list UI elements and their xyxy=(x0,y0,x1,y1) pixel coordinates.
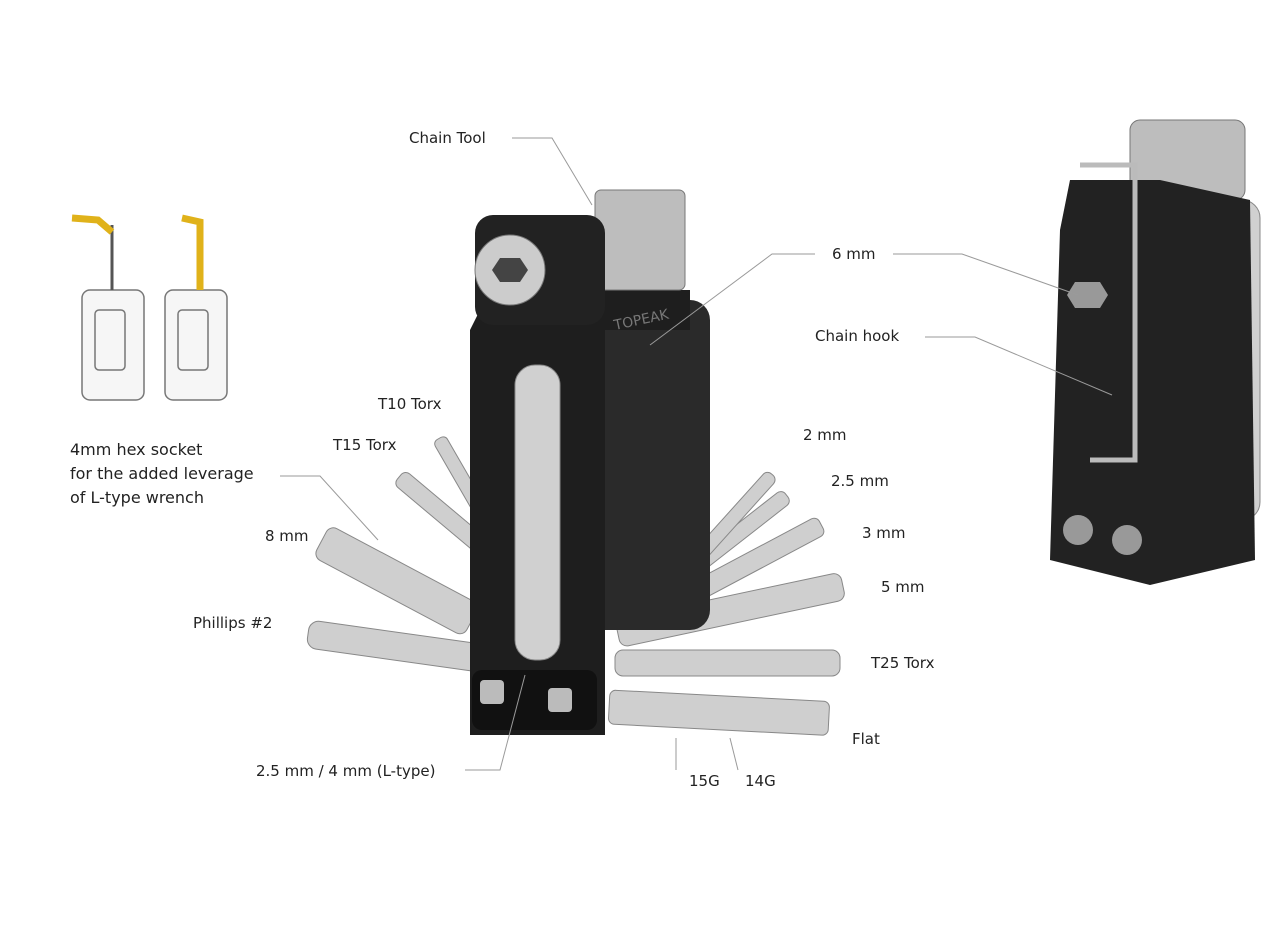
note-line-1: 4mm hex socket xyxy=(70,440,203,459)
note-line-2: for the added leverage xyxy=(70,464,254,483)
hex-socket-note: 4mm hex socket for the added leverage of… xyxy=(70,438,254,510)
label-3mm: 3 mm xyxy=(862,524,906,542)
label-t15-torx: T15 Torx xyxy=(333,436,397,454)
label-chain-hook: Chain hook xyxy=(815,327,900,345)
label-5mm: 5 mm xyxy=(881,578,925,596)
label-15g: 15G xyxy=(689,772,720,790)
label-6mm: 6 mm xyxy=(832,245,876,263)
l-wrench-illustration-1 xyxy=(71,214,145,401)
label-8mm: 8 mm xyxy=(265,527,309,545)
label-l-type: 2.5 mm / 4 mm (L-type) xyxy=(256,762,436,780)
label-t25-torx: T25 Torx xyxy=(871,654,935,672)
label-14g: 14G xyxy=(745,772,776,790)
label-chain-tool: Chain Tool xyxy=(409,129,486,147)
label-t10-torx: T10 Torx xyxy=(378,395,442,413)
label-2mm: 2 mm xyxy=(803,426,847,444)
leader-lines xyxy=(280,137,1113,771)
note-line-3: of L-type wrench xyxy=(70,488,204,507)
label-flat: Flat xyxy=(852,730,880,748)
label-phillips: Phillips #2 xyxy=(193,614,273,632)
label-2-5mm: 2.5 mm xyxy=(831,472,889,490)
l-wrench-illustration-2 xyxy=(164,214,228,401)
multitool-main-body: TOPEAK xyxy=(470,189,710,735)
multitool-side-view xyxy=(1050,119,1261,585)
